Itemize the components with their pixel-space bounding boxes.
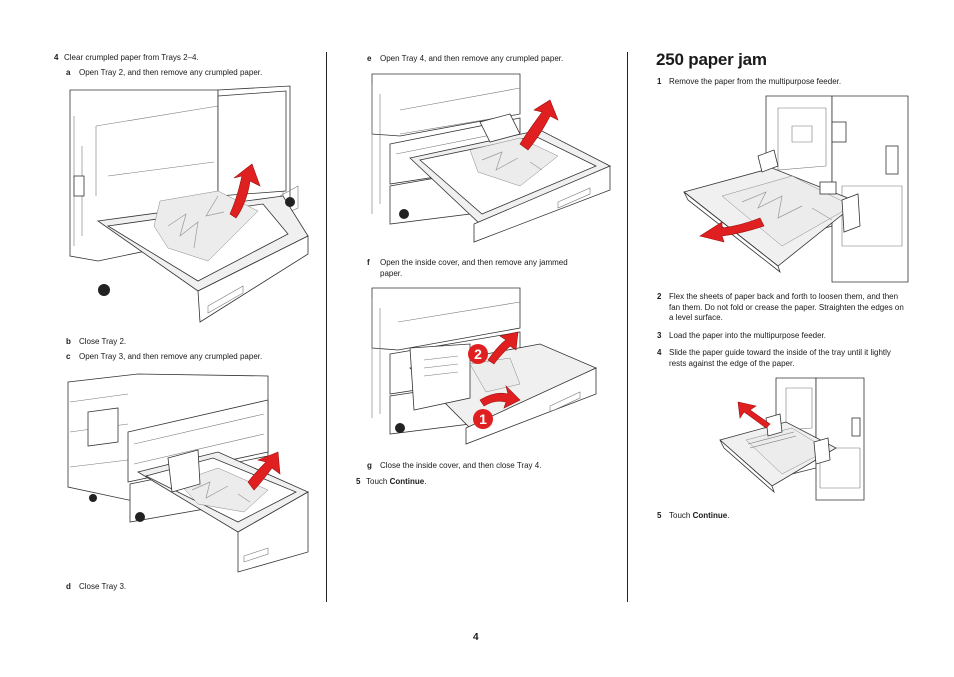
slide-guide-arrow-icon — [737, 401, 771, 429]
step-number: 4 — [54, 53, 59, 62]
column-divider — [627, 52, 628, 602]
callout-badge-1: 1 — [473, 409, 493, 429]
substep-e: e Open Tray 4, and then remove any crump… — [367, 54, 617, 65]
inside-cover-illustration: 1 2 — [371, 287, 597, 445]
step-text: Clear crumpled paper from Trays 2–4. — [64, 53, 199, 62]
step-5: 5 Touch Continue. — [356, 477, 606, 488]
substep-letter: a — [66, 68, 71, 77]
remove-arrow-icon — [519, 99, 559, 151]
step-text: Slide the paper guide toward the inside … — [669, 348, 891, 368]
step-1: 1 Remove the paper from the multipurpose… — [657, 77, 907, 88]
tray-4-open-illustration — [371, 73, 611, 243]
tray-2-open-illustration — [69, 85, 309, 323]
step-text: Remove the paper from the multipurpose f… — [669, 77, 842, 86]
step-text: Touch Continue. — [669, 511, 730, 520]
svg-text:2: 2 — [474, 346, 482, 362]
step-text: Load the paper into the multipurpose fee… — [669, 331, 826, 340]
step-number: 5 — [657, 511, 662, 520]
substep-text: Close the inside cover, and then close T… — [380, 461, 542, 470]
substep-text: Open the inside cover, and then remove a… — [380, 258, 568, 278]
substep-b: b Close Tray 2. — [66, 337, 316, 348]
substep-text: Open Tray 3, and then remove any crumple… — [79, 352, 263, 361]
tray-3-open-illustration — [67, 373, 309, 573]
substep-f: f Open the inside cover, and then remove… — [367, 258, 589, 279]
step-number: 2 — [657, 292, 662, 301]
substep-letter: g — [367, 461, 372, 470]
remove-paper-arrow-icon — [487, 331, 519, 365]
step-number: 4 — [657, 348, 662, 357]
page-number: 4 — [473, 632, 479, 643]
paper-guide-illustration — [719, 377, 865, 501]
callout-badge-2: 2 — [468, 344, 488, 364]
substep-letter: e — [367, 54, 372, 63]
substep-text: Open Tray 4, and then remove any crumple… — [380, 54, 564, 63]
pull-out-arrow-icon — [699, 217, 765, 243]
column-divider — [326, 52, 327, 602]
substep-letter: c — [66, 352, 71, 361]
substep-d: d Close Tray 3. — [66, 582, 316, 593]
remove-arrow-icon — [229, 163, 261, 219]
open-cover-arrow-icon — [479, 385, 521, 409]
substep-text: Close Tray 2. — [79, 337, 127, 346]
step-number: 1 — [657, 77, 662, 86]
step-number: 5 — [356, 477, 361, 486]
substep-c: c Open Tray 3, and then remove any crump… — [66, 352, 316, 363]
substep-letter: f — [367, 258, 370, 267]
substep-a: a Open Tray 2, and then remove any crump… — [66, 68, 316, 79]
multipurpose-feeder-remove-illustration — [683, 95, 909, 283]
step-3: 3 Load the paper into the multipurpose f… — [657, 331, 907, 342]
substep-letter: b — [66, 337, 71, 346]
step-text: Touch Continue. — [366, 477, 427, 486]
remove-arrow-icon — [247, 451, 281, 491]
substep-text: Close Tray 3. — [79, 582, 127, 591]
step-4: 4 Slide the paper guide toward the insid… — [657, 348, 907, 369]
step-number: 3 — [657, 331, 662, 340]
svg-text:1: 1 — [479, 411, 487, 427]
step-4: 4 Clear crumpled paper from Trays 2–4. — [54, 53, 314, 64]
step-5: 5 Touch Continue. — [657, 511, 907, 522]
step-text: Flex the sheets of paper back and forth … — [669, 292, 904, 322]
substep-g: g Close the inside cover, and then close… — [367, 461, 617, 472]
substep-text: Open Tray 2, and then remove any crumple… — [79, 68, 263, 77]
section-heading: 250 paper jam — [656, 50, 767, 69]
substep-letter: d — [66, 582, 71, 591]
step-2: 2 Flex the sheets of paper back and fort… — [657, 292, 907, 324]
